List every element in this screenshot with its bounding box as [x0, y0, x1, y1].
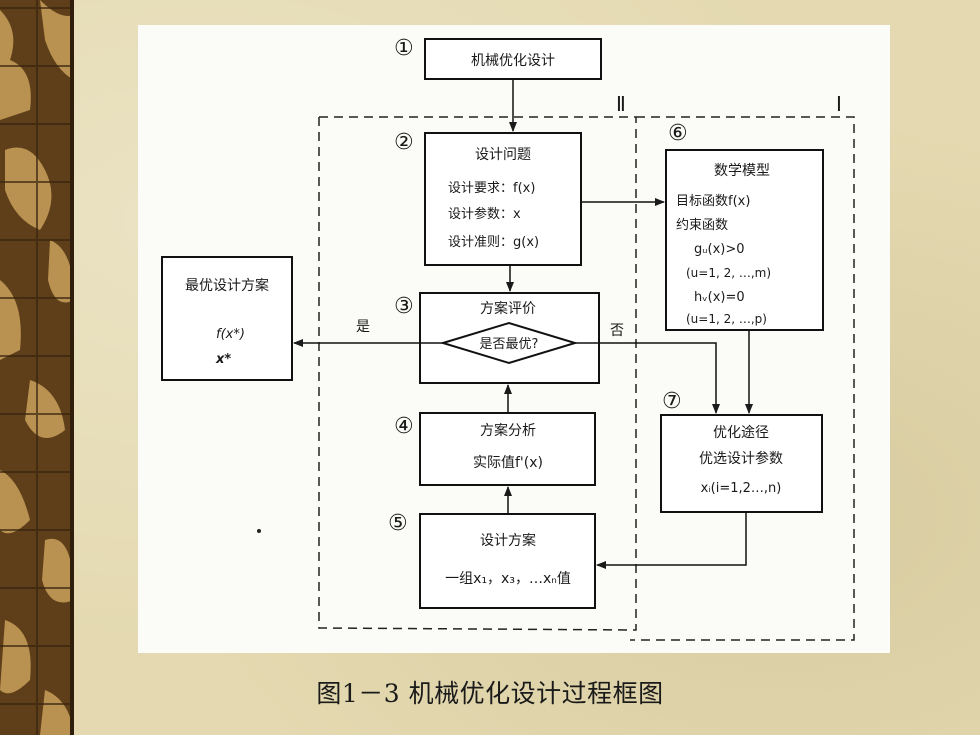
result-box: 最优设计方案 f(x*) x* — [161, 256, 293, 381]
region-I-boundary — [630, 116, 855, 641]
node-5-line-1: 一组x₁，x₃，…xₙ值 — [445, 571, 571, 587]
node-7-line-2: xᵢ(i=1,2…,n) — [701, 481, 782, 496]
node-6-title: 数学模型 — [714, 163, 770, 179]
node-6-line-4: (u=1, 2, …,m) — [686, 266, 771, 280]
node-2-title: 设计问题 — [475, 147, 531, 163]
node-4-title: 方案分析 — [480, 422, 536, 439]
stray-dot — [257, 529, 261, 533]
node-4-number: ④ — [394, 414, 414, 439]
decorative-side-strip — [0, 0, 74, 735]
node-6-line-1: 目标函数f(x) — [676, 194, 750, 209]
node-2-line-3: 设计准则：g(x) — [448, 235, 539, 250]
diagram-board: Ⅱ Ⅰ ① 机械优化设计 ② 设计问题 设计要求：f(x) 设计参数：x 设计准… — [138, 25, 890, 653]
node-5-box: 设计方案 一组x₁，x₃，…xₙ值 — [419, 513, 596, 609]
figure-caption: 图1－3 机械优化设计过程框图 — [316, 679, 664, 708]
node-6-line-6: (u=1, 2, …,p) — [686, 312, 767, 326]
node-2-line-2: 设计参数：x — [448, 206, 521, 222]
node-6-number: ⑥ — [668, 121, 688, 146]
node-7-number: ⑦ — [662, 389, 682, 414]
node-6-line-5: hᵥ(x)=0 — [694, 290, 745, 305]
node-3-number: ③ — [394, 294, 414, 319]
result-line-1: f(x*) — [216, 327, 245, 342]
node-4-box: 方案分析 实际值f'(x) — [419, 412, 596, 486]
node-7-line-1: 优选设计参数 — [699, 450, 783, 467]
region-II-boundary — [318, 116, 637, 631]
node-7-title: 优化途径 — [713, 424, 769, 441]
region-I-label: Ⅰ — [836, 92, 842, 116]
node-2-line-1: 设计要求：f(x) — [448, 181, 535, 196]
no-label: 否 — [610, 323, 624, 339]
node-5-title: 设计方案 — [480, 532, 536, 549]
node-2-number: ② — [394, 130, 414, 155]
node-6-line-3: gᵤ(x)>0 — [694, 242, 745, 257]
result-line-2: x* — [215, 352, 231, 367]
node-5-number: ⑤ — [388, 511, 408, 536]
node-3-box: 方案评价 是否最优? — [419, 292, 600, 384]
connectors — [293, 79, 753, 569]
node-7-box: 优化途径 优选设计参数 xᵢ(i=1,2…,n) — [660, 414, 823, 513]
node-1-title: 机械优化设计 — [471, 53, 555, 69]
result-title: 最优设计方案 — [185, 277, 269, 294]
node-4-line-1: 实际值f'(x) — [473, 455, 543, 471]
node-3-title: 方案评价 — [480, 300, 536, 317]
node-1-box: 机械优化设计 — [424, 38, 602, 80]
yes-label: 是 — [356, 319, 370, 335]
node-6-box: 数学模型 目标函数f(x) 约束函数 gᵤ(x)>0 (u=1, 2, …,m)… — [665, 149, 824, 331]
node-6-line-2: 约束函数 — [676, 218, 728, 233]
node-2-box: 设计问题 设计要求：f(x) 设计参数：x 设计准则：g(x) — [424, 132, 582, 266]
region-II-label: Ⅱ — [616, 92, 626, 116]
node-1-number: ① — [394, 36, 414, 61]
decision-label: 是否最优? — [480, 337, 539, 352]
